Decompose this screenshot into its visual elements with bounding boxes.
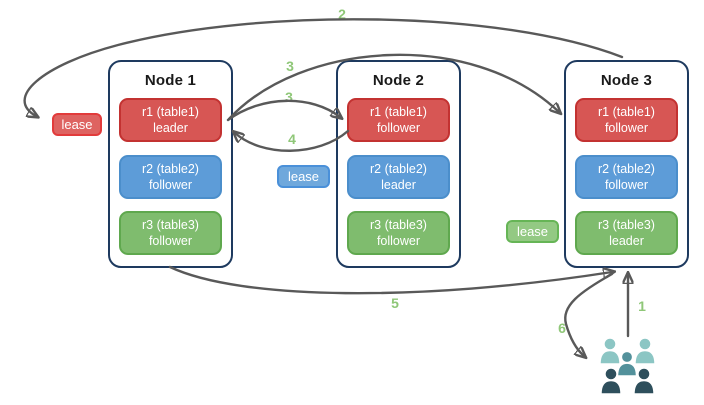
lease-tag-table2: lease [277, 165, 330, 188]
replica-name: r3 (table3) [598, 217, 655, 232]
replica-name: r2 (table2) [598, 161, 655, 176]
replica-role: leader [381, 178, 416, 192]
node-1-title: Node 1 [144, 72, 197, 89]
replica-role: leader [609, 234, 644, 248]
node-3-replica-r3: r3 (table3) leader [575, 211, 678, 255]
node-1-box: Node 1 r1 (table1) leader r2 (table2) fo… [108, 60, 233, 268]
node-2-replica-r1: r1 (table1) follower [347, 98, 450, 142]
arrow-step-5 [168, 265, 612, 295]
node-3-box: Node 3 r1 (table1) follower r2 (table2) … [564, 60, 689, 268]
node-3-title: Node 3 [600, 72, 653, 89]
lease-tag-table1: lease [52, 113, 102, 136]
replica-name: r3 (table3) [142, 217, 199, 232]
replica-name: r2 (table2) [370, 161, 427, 176]
replica-name: r1 (table1) [142, 104, 199, 119]
replica-role: follower [148, 178, 193, 192]
replica-role: follower [376, 234, 421, 248]
step-label-4: 4 [288, 131, 296, 147]
replica-role: follower [376, 121, 421, 135]
replica-name: r3 (table3) [370, 217, 427, 232]
node-3-replica-r1: r1 (table1) follower [575, 98, 678, 142]
replica-name: r2 (table2) [142, 161, 199, 176]
node-2-box: Node 2 r1 (table1) follower r2 (table2) … [336, 60, 461, 268]
step-label-1: 1 [638, 298, 646, 314]
replica-role: follower [604, 178, 649, 192]
replica-role: follower [148, 234, 193, 248]
node-2-title: Node 2 [372, 72, 425, 89]
step-label-3b: 3 [285, 89, 293, 105]
step-label-2: 2 [338, 6, 346, 22]
replica-name: r1 (table1) [370, 104, 427, 119]
node-2-replica-r2: r2 (table2) leader [347, 155, 450, 199]
node-1-replica-r3: r3 (table3) follower [119, 211, 222, 255]
node-1-replica-r2: r2 (table2) follower [119, 155, 222, 199]
replica-role: leader [153, 121, 188, 135]
replica-name: r1 (table1) [598, 104, 655, 119]
users-icon [599, 337, 656, 395]
node-1-replica-r1: r1 (table1) leader [119, 98, 222, 142]
step-label-5: 5 [391, 295, 399, 311]
lease-tag-table3: lease [506, 220, 559, 243]
step-label-3a: 3 [286, 58, 294, 74]
step-label-6: 6 [558, 320, 566, 336]
replica-role: follower [604, 121, 649, 135]
arrow-step-6 [564, 272, 614, 356]
node-3-replica-r2: r2 (table2) follower [575, 155, 678, 199]
node-2-replica-r3: r3 (table3) follower [347, 211, 450, 255]
